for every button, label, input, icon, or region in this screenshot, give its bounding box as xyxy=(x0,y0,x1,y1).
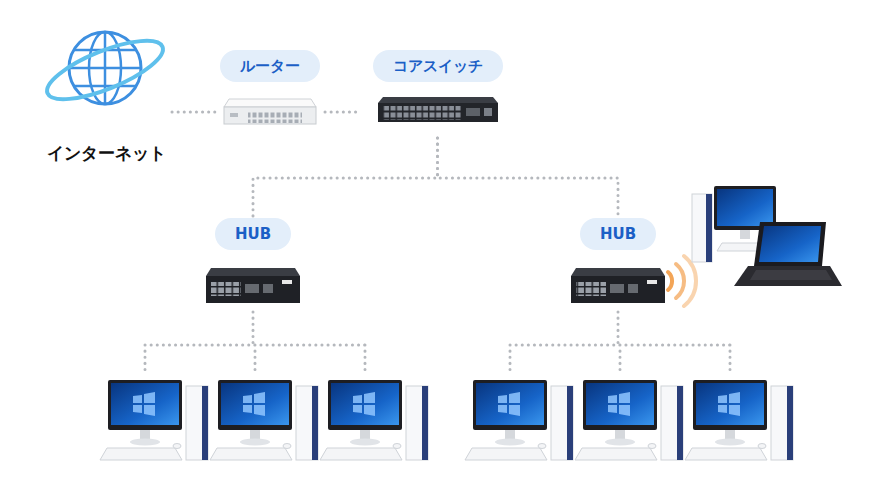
core-switch-device xyxy=(378,97,498,122)
dotted-connector xyxy=(253,138,438,218)
dotted-connector xyxy=(325,111,360,114)
desktop-pc xyxy=(100,380,208,460)
dotted-connector xyxy=(438,138,619,218)
globe-icon xyxy=(40,29,169,111)
pc-wiring xyxy=(145,312,730,372)
device-label: HUB xyxy=(580,218,656,250)
desktop-pc xyxy=(575,380,683,460)
router-node: ルーター xyxy=(215,50,325,130)
wifi-waves xyxy=(668,256,696,306)
router-device xyxy=(224,99,316,124)
desktop-pc xyxy=(320,380,428,460)
device-label: ルーター xyxy=(220,50,320,82)
node-label: インターネット xyxy=(47,142,166,164)
hub-device xyxy=(206,268,300,303)
device-label: コアスイッチ xyxy=(373,50,503,82)
hub-node: HUB xyxy=(565,218,671,310)
desktop-pc xyxy=(465,380,573,460)
device-label: HUB xyxy=(215,218,291,250)
hub-node: HUB xyxy=(200,218,306,310)
desktop-pc xyxy=(685,380,793,460)
core-switch-node: コアスイッチ xyxy=(360,50,515,138)
desktop-pc xyxy=(210,380,318,460)
internet-node: インターネット xyxy=(40,15,172,168)
hub-device xyxy=(571,268,665,303)
dotted-connector xyxy=(172,111,215,114)
laptop xyxy=(734,222,842,286)
